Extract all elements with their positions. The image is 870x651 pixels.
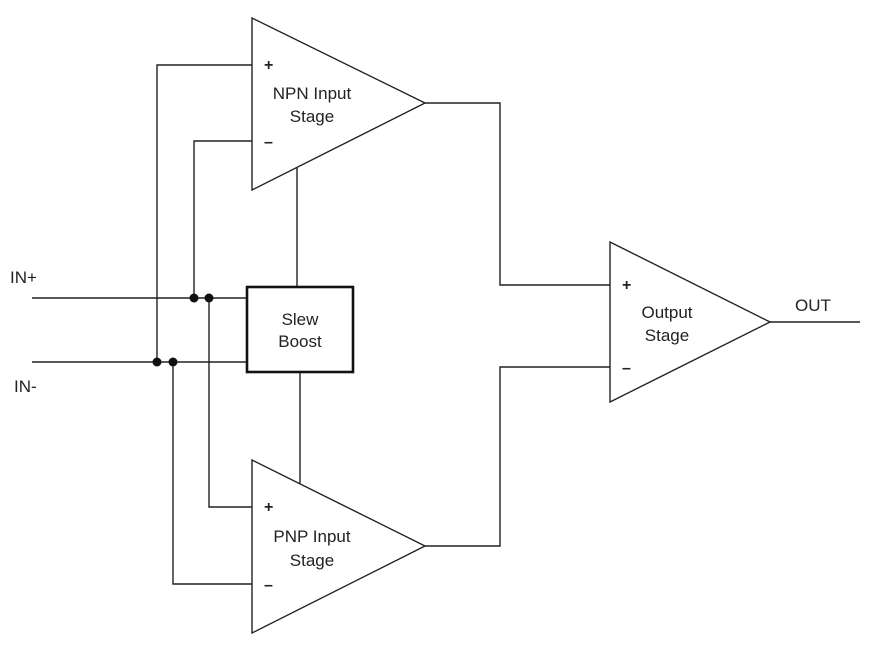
junction-dot [168,357,178,367]
npn-label-line1: NPN Input [273,84,352,103]
npn-label-line2: Stage [290,107,334,126]
output-triangle [609,240,772,404]
pnp-label-line1: PNP Input [273,527,350,546]
wire-inplus-to-npn-minus [193,140,252,298]
npn-triangle [251,16,427,192]
in-plus-label: IN+ [10,268,37,287]
pnp-triangle [251,458,427,635]
output-label-line1: Output [641,303,692,322]
pnp-input-stage: + – PNP Input Stage [251,458,427,635]
wire-inplus-to-pnp-plus [208,298,252,508]
output-plus-sign: + [622,277,631,294]
output-minus-sign: – [622,360,631,377]
out-label: OUT [795,296,831,315]
slew-label-line1: Slew [282,310,320,329]
npn-minus-sign: – [264,134,273,151]
npn-input-stage: + – NPN Input Stage [251,16,427,192]
wire-pnp-to-output-minus [425,366,610,547]
wire-inminus-to-pnp-minus [172,362,252,585]
junction-dot [189,293,199,303]
pnp-label-line2: Stage [290,551,334,570]
wire-inminus-to-npn-plus [156,64,252,362]
npn-plus-sign: + [264,57,273,74]
pnp-minus-sign: – [264,577,273,594]
slew-boost-box [245,285,355,374]
junction-dot [204,293,214,303]
wire-npn-to-output-plus [425,102,610,286]
pnp-plus-sign: + [264,499,273,516]
output-label-line2: Stage [645,326,689,345]
slew-boost-block: Slew Boost [245,285,355,374]
in-minus-label: IN- [14,377,37,396]
slew-label-line2: Boost [278,332,322,351]
output-stage: + – Output Stage [609,240,772,404]
junction-dot [152,357,162,367]
